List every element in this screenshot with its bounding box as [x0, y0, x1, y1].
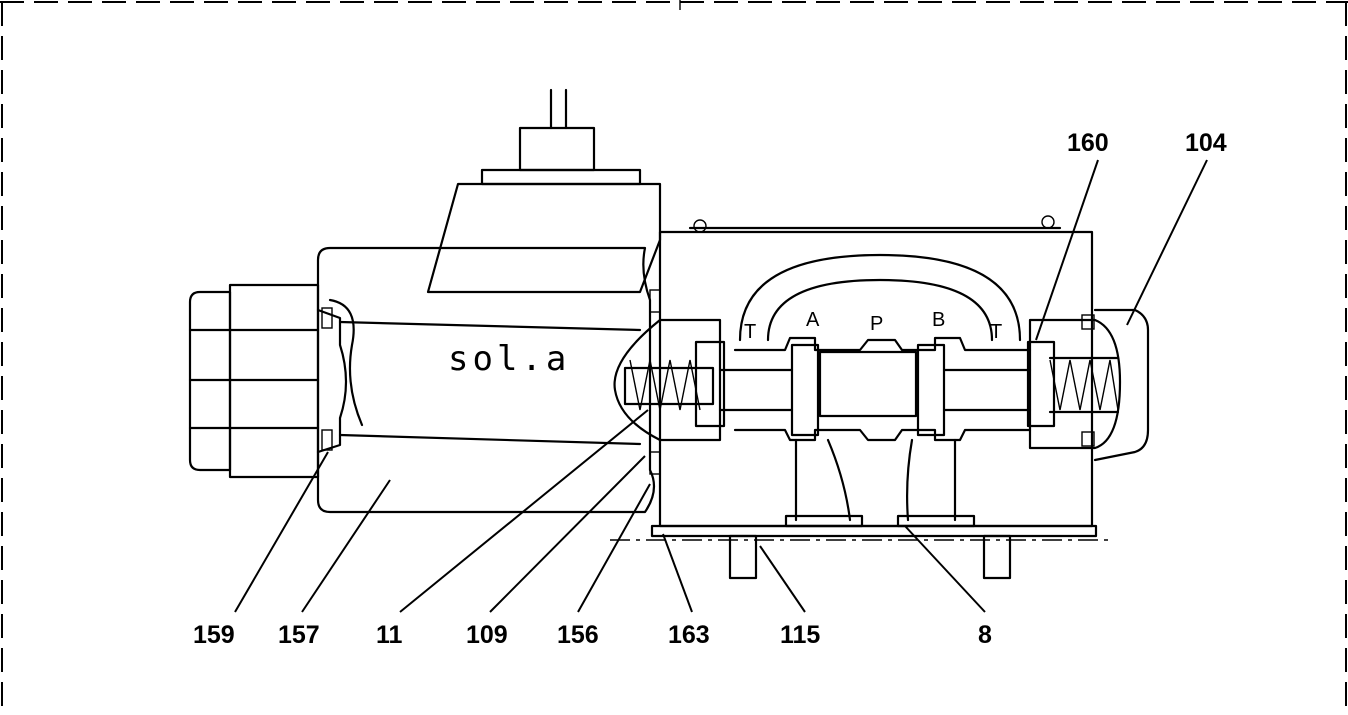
- callout-159: 159: [193, 621, 235, 649]
- manual-override-nut: [188, 283, 348, 479]
- callout-160: 160: [1067, 129, 1109, 157]
- right-spring-assembly: [1026, 340, 1120, 428]
- callout-157: 157: [278, 621, 320, 649]
- port-a-label: A: [806, 309, 820, 331]
- callout-8: 8: [978, 621, 992, 649]
- callout-163: 163: [668, 621, 710, 649]
- callout-156: 156: [557, 621, 599, 649]
- callout-104: 104: [1185, 129, 1227, 157]
- left-spring-assembly: [623, 340, 726, 428]
- callout-11: 11: [376, 621, 403, 649]
- end-cap: [1093, 308, 1150, 462]
- valve-body: [613, 215, 1122, 528]
- connector-cable: [426, 88, 662, 294]
- mounting-plate: [610, 524, 1110, 580]
- port-p-label: P: [870, 313, 883, 335]
- callout-115: 115: [780, 621, 820, 649]
- leader-lines: [234, 159, 1208, 613]
- callout-109: 109: [466, 621, 508, 649]
- seals-and-screws: [649, 289, 1095, 475]
- solenoid-label: sol.a: [448, 339, 570, 379]
- port-b-label: B: [932, 309, 945, 331]
- solenoid-housing: [316, 246, 656, 514]
- port-t-right-label: T: [990, 321, 1002, 343]
- port-t-left-label: T: [744, 321, 756, 343]
